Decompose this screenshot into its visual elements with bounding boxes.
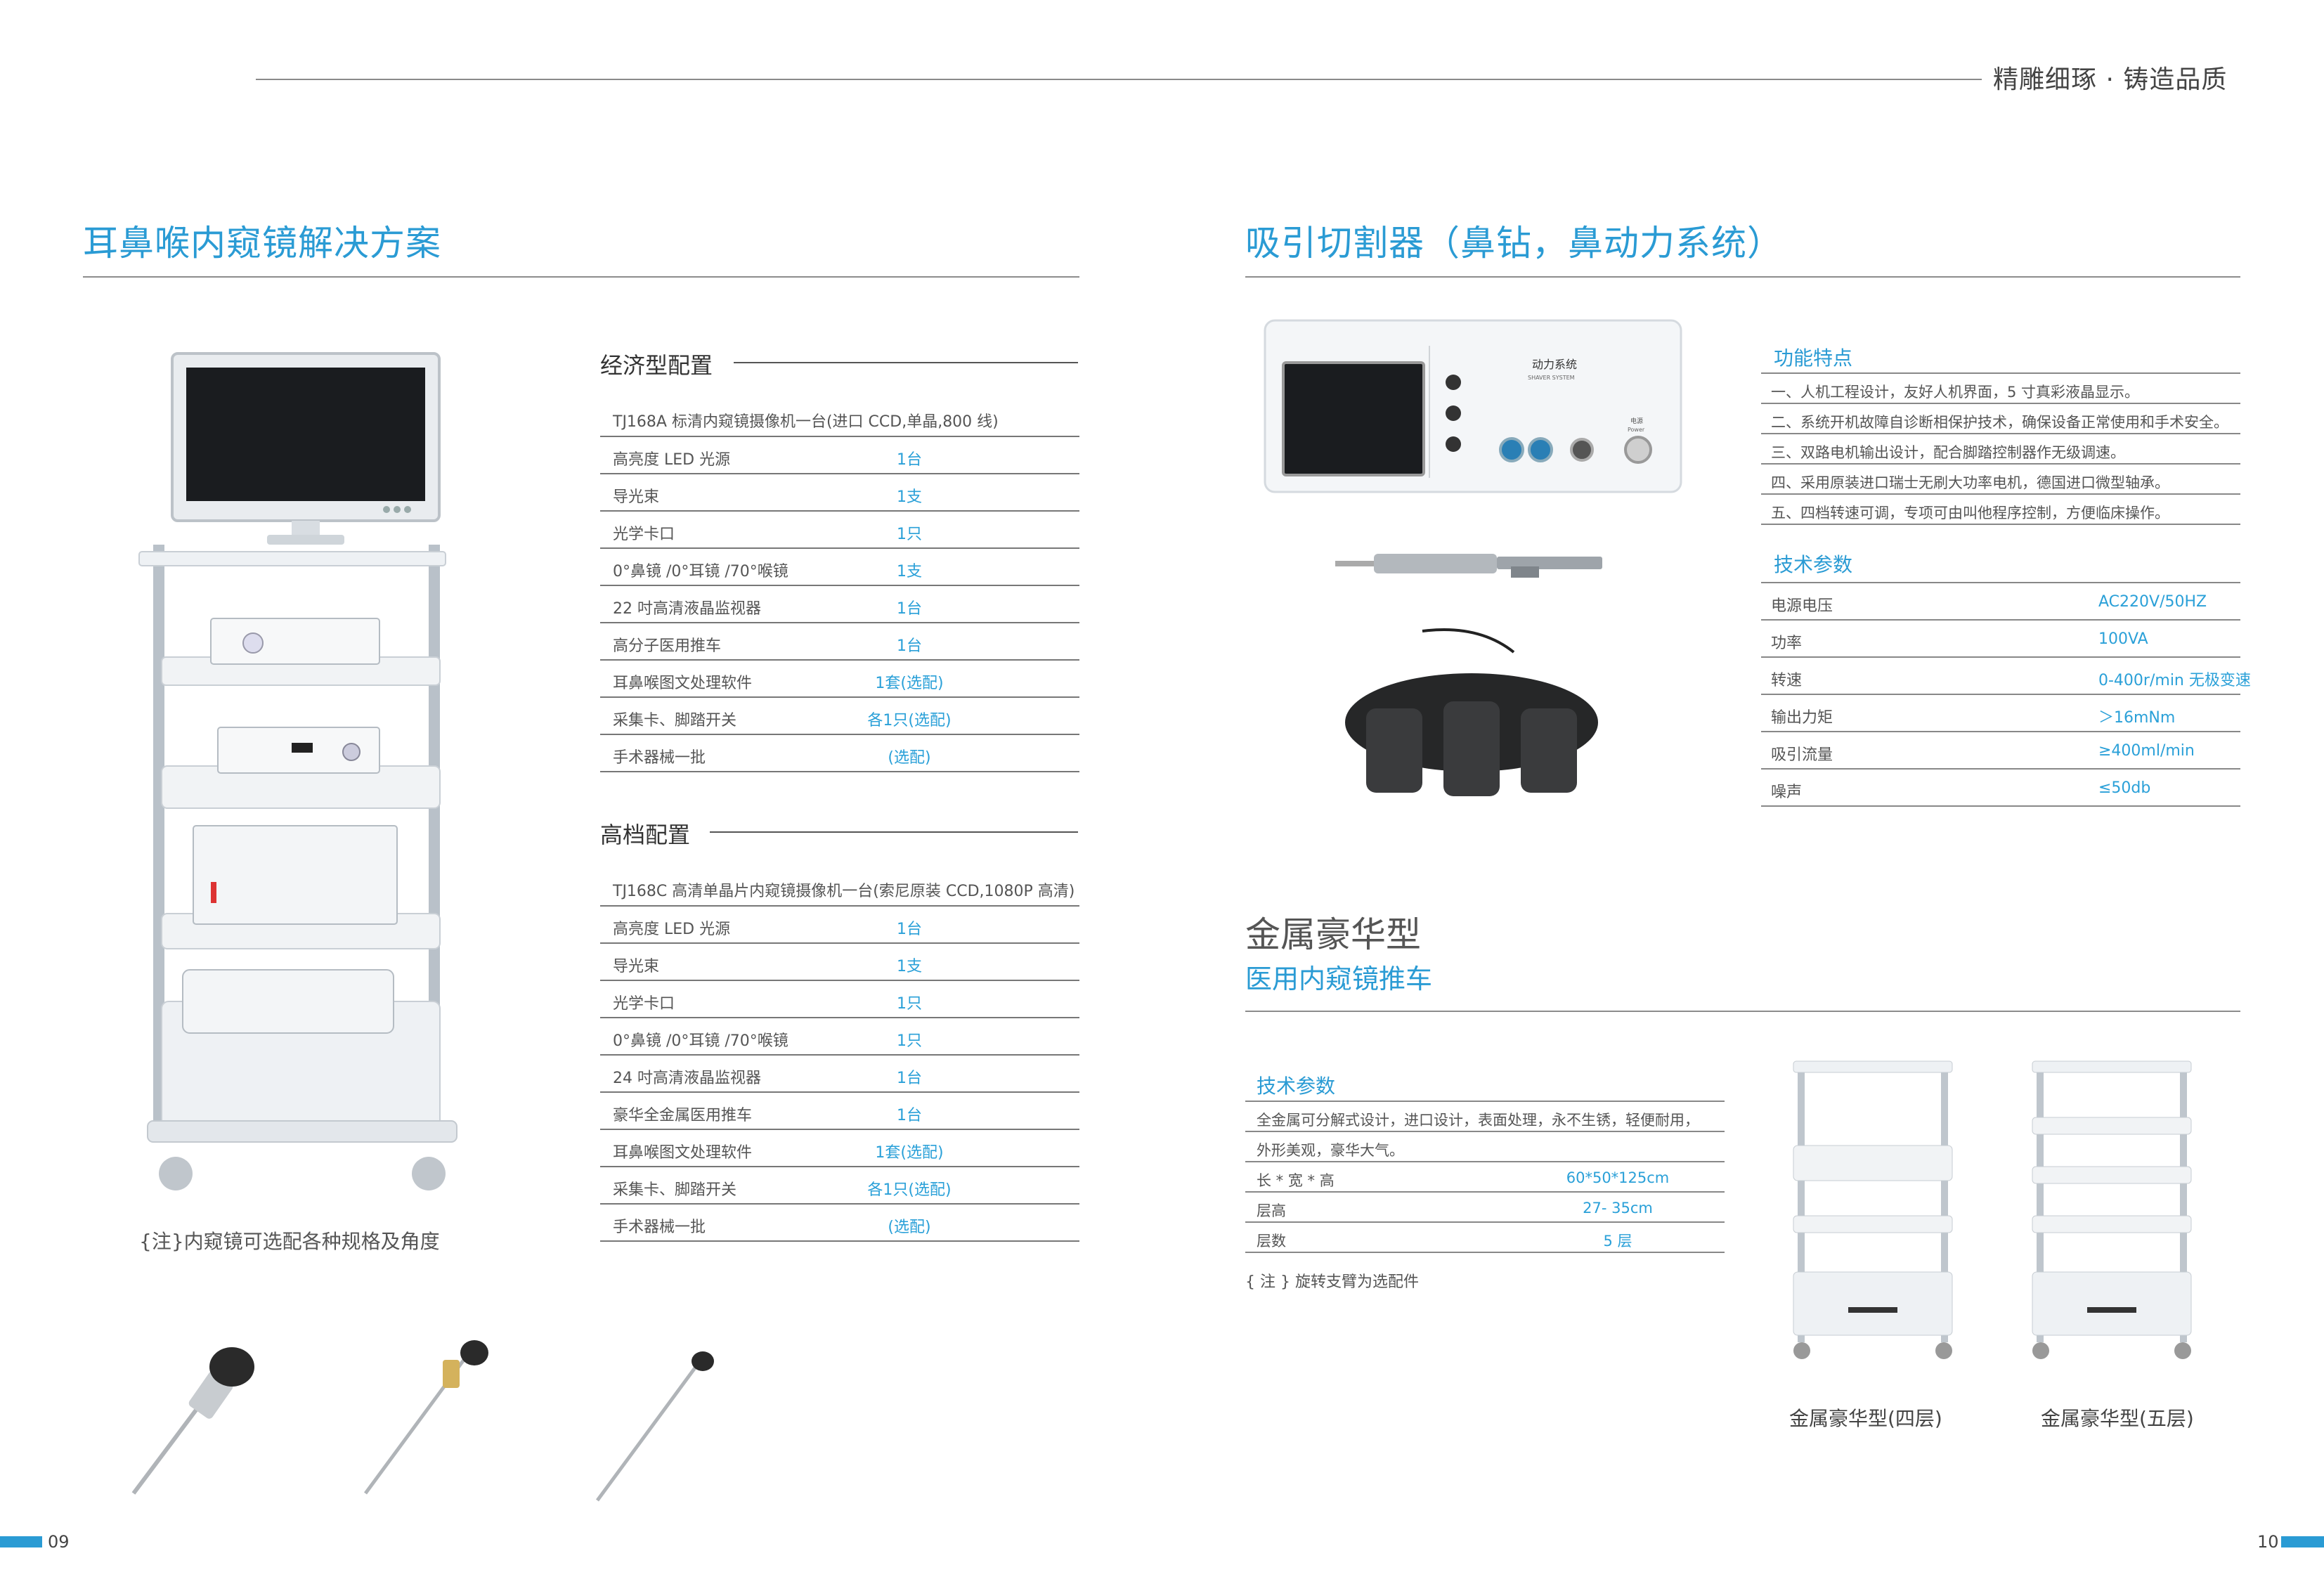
cart-four-tier-caption: 金属豪华型(四层) [1789, 1407, 1942, 1430]
economy-heading-rule [734, 362, 1078, 363]
economy-first-item: TJ168A 标清内窥镜摄像机一台(进口 CCD,单晶,800 线) [613, 413, 999, 431]
left-title-rule [83, 276, 1079, 278]
list-item: 三、双路电机输出设计，配合脚踏控制器作无级调速。 [1761, 434, 2240, 465]
console-power-label: 电源 [1630, 417, 1643, 425]
cart-note: { 注 } 旋转支臂为选配件 [1245, 1273, 1419, 1291]
left-page-number: 09 [48, 1532, 70, 1552]
cart-subtitle: 医用内窥镜推车 [1245, 963, 1433, 994]
list-item: 五、四档转速可调，专项可由叫他程序控制，方便临床操作。 [1761, 495, 2240, 525]
table-row: 吸引流量≥400ml/min [1761, 732, 2240, 770]
specs-heading: 技术参数 [1774, 553, 1853, 576]
table-row: 手术器械一批(选配) [600, 735, 1079, 772]
left-page-bar [0, 1536, 42, 1547]
console-brand-en-label: SHAVER SYSTEM [1528, 375, 1575, 381]
table-row: 手术器械一批(选配) [600, 1205, 1079, 1242]
economy-config-heading: 经济型配置 [600, 352, 713, 379]
premium-heading-rule [710, 831, 1078, 833]
premium-config-heading: 高档配置 [600, 822, 691, 848]
endoscope-image-3 [595, 1351, 714, 1502]
features-heading: 功能特点 [1774, 346, 1853, 370]
cart-five-tier-caption: 金属豪华型(五层) [2041, 1407, 2194, 1430]
table-row: 外形美观，豪华大气。 [1245, 1132, 1725, 1162]
right-section-title: 吸引切割器（鼻钻，鼻动力系统） [1245, 223, 1783, 264]
left-section-title: 耳鼻喉内窥镜解决方案 [83, 223, 441, 264]
shaver-handpiece-image [1335, 554, 1602, 578]
right-page-number: 10 [2257, 1532, 2279, 1552]
list-item: 四、采用原装进口瑞士无刷大功率电机，德国进口微型轴承。 [1761, 465, 2240, 495]
right-page-bar [2281, 1536, 2324, 1547]
table-row: 全金属可分解式设计，进口设计，表面处理，永不生锈，轻便耐用， [1245, 1102, 1725, 1132]
right-title-rule [1245, 276, 2240, 278]
table-row: 输出力矩＞16mNm [1761, 695, 2240, 732]
header-rule [256, 79, 1982, 80]
cart-five-tier-image [2032, 1060, 2192, 1359]
features-list: 一、人机工程设计，友好人机界面，5 寸真彩液晶显示。 二、系统开机故障自诊断相保… [1761, 374, 2240, 525]
console-brand-label: 动力系统 [1532, 358, 1577, 371]
list-item: 一、人机工程设计，友好人机界面，5 寸真彩液晶显示。 [1761, 374, 2240, 404]
cart-title-rule [1245, 1011, 2240, 1012]
table-row: 噪声≤50db [1761, 770, 2240, 807]
table-row: 采集卡、脚踏开关各1只(选配) [600, 1167, 1079, 1205]
endoscope-cart-image [138, 352, 457, 1190]
cart-spec-table: 全金属可分解式设计，进口设计，表面处理，永不生锈，轻便耐用， 外形美观，豪华大气… [1245, 1102, 1725, 1253]
premium-first-item: TJ168C 高清单晶片内窥镜摄像机一台(索尼原装 CCD,1080P 高清) [613, 883, 1075, 900]
list-item: 二、系统开机故障自诊断相保护技术，确保设备正常使用和手术安全。 [1761, 404, 2240, 434]
endoscope-image-1 [131, 1347, 254, 1495]
cart-four-tier-image [1793, 1060, 1953, 1359]
cart-spec-heading: 技术参数 [1257, 1075, 1336, 1098]
shaver-console-image: 动力系统 SHAVER SYSTEM 电源 Power [1264, 319, 1682, 493]
console-power-en-label: Power [1628, 427, 1645, 433]
header-slogan: 精雕细琢 · 铸造品质 [1993, 65, 2228, 94]
cart-title: 金属豪华型 [1245, 914, 1421, 955]
foot-pedal-image [1345, 628, 1598, 796]
table-row: 采集卡、脚踏开关各1只(选配) [600, 698, 1079, 735]
left-endoscope-note: {注}内窥镜可选配各种规格及角度 [139, 1230, 440, 1253]
endoscope-image-2 [363, 1340, 488, 1495]
